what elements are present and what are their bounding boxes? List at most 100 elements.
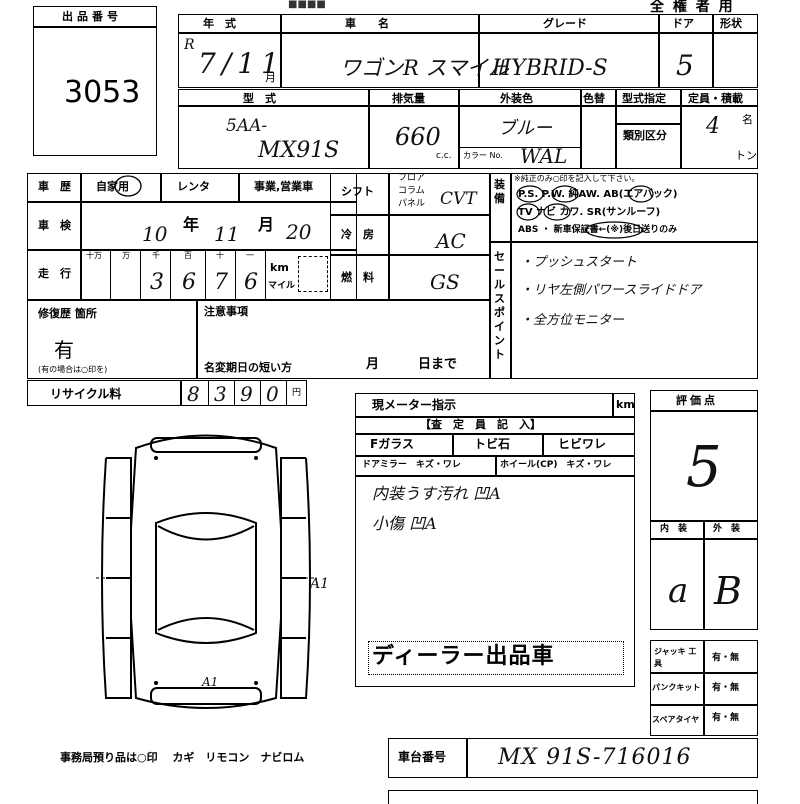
- equipment-box: [490, 173, 758, 379]
- ac-value: AC: [436, 229, 466, 253]
- mileage-unit-0: 十万: [86, 251, 102, 260]
- sales-point-2: ・リヤ左側パワースライドドア: [520, 283, 702, 298]
- recycle-yen: 円: [292, 388, 302, 398]
- equipment-line1: P.S. P.W. 純AW. AB(エアバック): [518, 189, 678, 200]
- recycle-label: リサイクル料: [50, 387, 122, 401]
- capacity-label: 定員・積載: [688, 92, 743, 105]
- row2-box: [178, 89, 758, 169]
- puncture-kit-value: 有・無: [712, 683, 740, 693]
- chip-label: トビ石: [474, 437, 511, 451]
- inspection-day: 20: [286, 220, 312, 244]
- capacity-unit: 名: [742, 113, 753, 126]
- rating-label: 評価点: [676, 394, 718, 407]
- lot-label: 出品番号: [62, 10, 122, 23]
- equipment-line2: TV ナビ カワ. SR(サンルーフ): [518, 207, 661, 218]
- dealer-stamp: ディーラー出品車: [372, 644, 555, 669]
- header-strip: ■■■■: [288, 0, 326, 10]
- interior-grade: a: [668, 571, 689, 611]
- mile-checkbox: [298, 256, 328, 292]
- office-note: 事務局預り品は○印 カギ リモコン ナビロム: [60, 751, 305, 764]
- recycle-digit-2: 9: [240, 382, 253, 406]
- equipment-line3: ABS ・ 新車保証書←(※)後日送りのみ: [518, 225, 678, 235]
- year-era: R: [184, 37, 195, 53]
- month-suffix: 月: [265, 71, 276, 84]
- inspection-label: 車 検: [38, 219, 71, 232]
- mile-unit: マイル: [268, 281, 296, 291]
- recycle-digit-1: 3: [214, 382, 227, 406]
- model-prefix: 5AA-: [226, 116, 268, 136]
- jack-label: ジャッキ 工 具: [654, 647, 705, 668]
- car-name-label: 車 名: [345, 17, 389, 30]
- fuel-label: 燃 料: [341, 271, 374, 284]
- inspector-note-1: 内装うす汚れ 凹A: [372, 484, 501, 503]
- year-label: 年 式: [203, 17, 236, 30]
- shift-floor: フロア: [398, 173, 426, 183]
- chassis-box: [388, 738, 758, 778]
- row1-box: [178, 14, 758, 88]
- type-designation-label: 型式指定: [622, 92, 666, 105]
- mirror-label: ドアミラー キズ・ワレ: [362, 460, 461, 470]
- capacity-value: 4: [706, 114, 720, 139]
- repair-box: [27, 300, 490, 379]
- puncture-kit-label: パンクキット: [652, 683, 701, 692]
- caution-label: 注意事項: [204, 305, 248, 318]
- top-right-header: 全 権 者 用: [650, 0, 735, 15]
- spare-tire-label: スペアタイヤ: [652, 715, 700, 724]
- shape-label: 形状: [720, 17, 742, 30]
- diagram-mark-side: A1: [310, 576, 330, 592]
- mileage-digit-1: 3: [150, 270, 164, 295]
- mileage-digit-4: 6: [244, 270, 258, 295]
- interior-label: 内 装: [660, 524, 688, 534]
- car-diagram: [96, 434, 316, 709]
- rating-score: 5: [686, 435, 722, 500]
- inspection-year: 10: [142, 222, 168, 246]
- color-no-label: カラー No.: [463, 151, 503, 160]
- shift-value: CVT: [440, 189, 477, 209]
- exterior-color-label: 外装色: [500, 92, 533, 105]
- door-label: ドア: [672, 17, 694, 30]
- meter-box: [355, 393, 635, 417]
- grade-label: グレード: [543, 17, 587, 30]
- shift-box: [330, 173, 490, 300]
- history-rental: レンタ: [177, 180, 210, 193]
- bottom-strip: [388, 790, 758, 804]
- inspector-box: [355, 417, 635, 687]
- mileage-unit-4: 十: [216, 251, 224, 260]
- history-box: [27, 173, 357, 300]
- history-commercial: 事業,営業車: [254, 180, 314, 193]
- recycle-digit-0: 8: [187, 382, 200, 406]
- recycle-digit-3: 0: [266, 382, 279, 406]
- color-no: WAL: [520, 144, 568, 168]
- diagram-mark-rear: A1: [202, 675, 219, 689]
- repair-label: 修復歴 箇所: [38, 307, 97, 320]
- cc-unit: c.c.: [436, 151, 452, 161]
- shift-column: コラム: [398, 186, 425, 196]
- sales-point-1: ・プッシュスタート: [520, 255, 638, 270]
- inspection-year-unit: 年: [183, 215, 200, 234]
- meter-unit: km: [616, 398, 635, 411]
- shift-label: シフト: [341, 185, 374, 198]
- class-label: 類別区分: [623, 129, 667, 142]
- displacement-value: 660: [395, 123, 441, 151]
- name-change-month: 月: [366, 357, 380, 372]
- equipment-circles: [516, 185, 654, 239]
- ac-label: 冷 房: [341, 228, 374, 241]
- year-value: 7/11: [198, 47, 285, 80]
- repair-note: (有の場合は○印を): [38, 365, 108, 374]
- mileage-unit-3: 百: [184, 251, 192, 260]
- load-unit: トン: [735, 149, 757, 162]
- grade-value: HYBRID-S: [492, 56, 608, 81]
- mileage-label: 走 行: [38, 267, 71, 280]
- displacement-label: 排気量: [392, 92, 425, 105]
- fuel-value: GS: [430, 270, 460, 294]
- history-private: 自家用: [96, 180, 129, 193]
- crack-label: ヒビワレ: [558, 437, 607, 451]
- chassis-label: 車台番号: [398, 750, 447, 764]
- inspector-title: 【査 定 員 記 入】: [420, 418, 541, 431]
- history-label: 車 歴: [38, 180, 71, 193]
- meter-label: 現メーター指示: [372, 398, 457, 412]
- mileage-digit-3: 7: [214, 270, 228, 295]
- recycle-box: [27, 380, 307, 406]
- km-unit: km: [270, 261, 289, 274]
- paint-change-label: 色替: [583, 92, 605, 105]
